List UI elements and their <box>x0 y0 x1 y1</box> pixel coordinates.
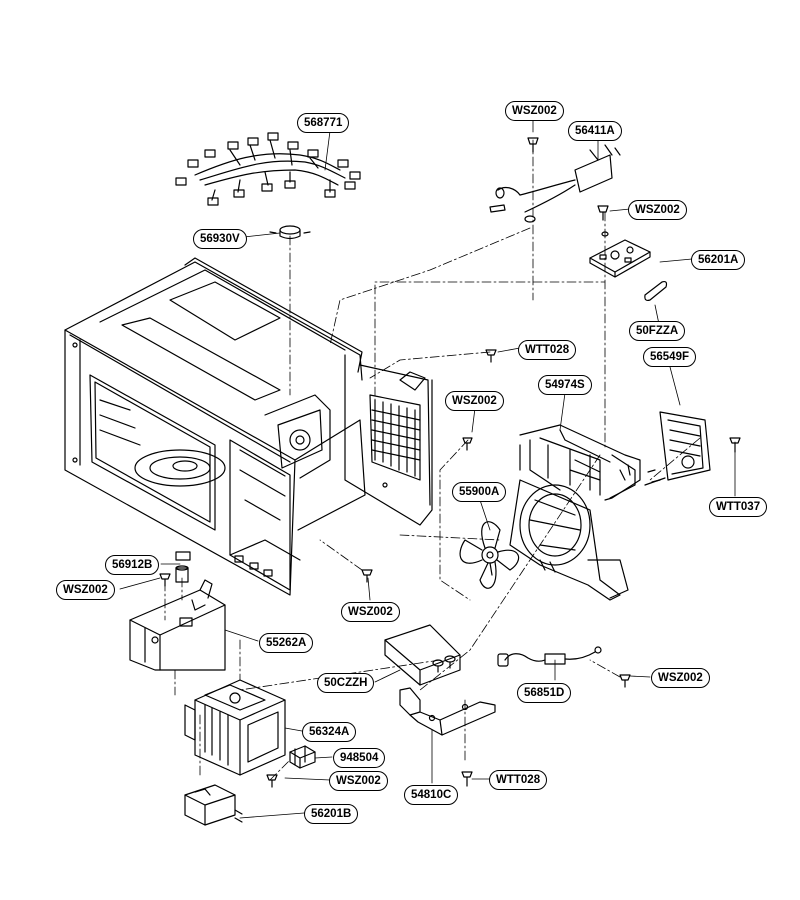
label-wsz002-top: WSZ002 <box>505 101 564 121</box>
label-55262A: 55262A <box>259 633 314 653</box>
part-56912B-drawing <box>159 551 191 587</box>
label-56930V: 56930V <box>193 229 247 249</box>
connector-drawing <box>184 784 243 826</box>
label-56549F: 56549F <box>643 347 697 367</box>
label-50FZZA: 50FZZA <box>629 321 686 341</box>
bracket-54810C-drawing <box>399 687 496 787</box>
label-56201B: 56201B <box>304 804 359 824</box>
part-948504-drawing <box>266 745 316 788</box>
label-wsz002-lower-mid: WSZ002 <box>341 602 400 622</box>
label-wsz002-right-top: WSZ002 <box>628 200 687 220</box>
fuse-drawing <box>644 280 668 302</box>
label-56324A: 56324A <box>302 722 357 742</box>
label-56411A: 56411A <box>568 121 622 141</box>
wire-harness-drawing <box>175 132 361 206</box>
fan-blade-drawing <box>459 521 520 589</box>
label-54974S: 54974S <box>538 375 592 395</box>
label-wtt028-top: WTT028 <box>518 340 577 360</box>
transformer-cover-drawing <box>129 579 226 671</box>
label-wsz002-bottom: WSZ002 <box>329 771 388 791</box>
label-56912B: 56912B <box>105 555 160 575</box>
capacitor-drawing <box>384 624 461 686</box>
label-50CZZH: 50CZZH <box>317 673 375 693</box>
label-55900A: 55900A <box>452 482 507 502</box>
thermal-sensor-drawing <box>269 225 311 240</box>
label-wtt028-bottom: WTT028 <box>489 770 548 790</box>
screws-mid-drawing <box>361 349 497 583</box>
label-wtt037: WTT037 <box>709 497 768 517</box>
guide-lines <box>164 139 701 781</box>
magnetron-drawing <box>184 679 286 776</box>
air-duct-drawing <box>519 424 641 501</box>
label-wsz002-right-bottom: WSZ002 <box>651 668 710 688</box>
label-56201A: 56201A <box>691 250 746 270</box>
diode-drawing <box>497 646 631 688</box>
circuit-board-drawing <box>589 205 651 278</box>
bracket-56411A-drawing <box>489 137 621 223</box>
oven-cavity-drawing <box>64 257 433 596</box>
label-54810C: 54810C <box>404 785 459 805</box>
label-wsz002-left: WSZ002 <box>56 580 115 600</box>
label-wsz002-mid: WSZ002 <box>445 391 504 411</box>
label-56851D: 56851D <box>517 683 572 703</box>
fan-housing-drawing <box>509 479 629 601</box>
label-568771: 568771 <box>297 113 350 133</box>
label-948504: 948504 <box>333 748 386 768</box>
noise-filter-drawing <box>644 411 741 486</box>
